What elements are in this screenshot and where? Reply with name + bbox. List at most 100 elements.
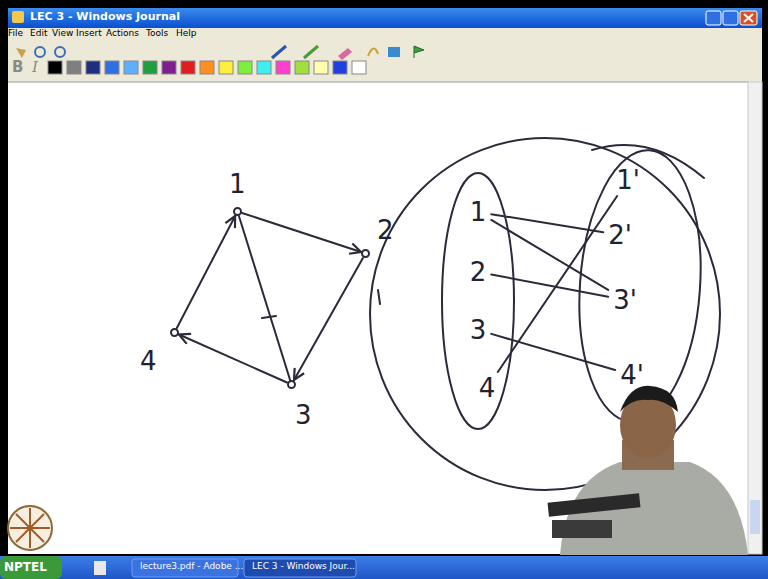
drawing-part [143, 61, 157, 74]
drawing-part [338, 48, 352, 60]
tick-mark [262, 316, 276, 318]
edge-line [239, 216, 290, 380]
bipartite-vertex: 4' [618, 362, 646, 388]
maximize-button [723, 11, 738, 25]
menu-item: File [8, 29, 23, 39]
graph-vertex: 4 [170, 328, 179, 337]
vertex-label: 3 [470, 315, 487, 345]
edge-line [491, 275, 608, 297]
bipartite-vertex: 2' [606, 222, 634, 248]
drawing-part [272, 46, 286, 58]
drawing-part [35, 47, 45, 57]
drawing-part [219, 61, 233, 74]
handwriting [262, 138, 720, 490]
scroll-thumb [750, 500, 760, 534]
drawing-part [276, 61, 290, 74]
drawing-part [238, 61, 252, 74]
tick-mark [378, 290, 380, 304]
graph-vertex: 3 [287, 380, 296, 389]
bipartite-vertex: 3' [611, 287, 639, 313]
color-palette [48, 61, 366, 74]
drawing-part [368, 48, 378, 56]
toolbar [8, 42, 762, 82]
edge-line [491, 220, 608, 290]
drawing-part [162, 61, 176, 74]
drawing-part [388, 47, 400, 57]
vertex-label: 3' [613, 285, 637, 315]
drawing-part [548, 493, 641, 517]
close-cross [744, 14, 753, 22]
drawing-part [105, 61, 119, 74]
directed-edge [294, 258, 363, 380]
taskbar-icon [94, 561, 106, 575]
bold-button: B [12, 59, 23, 76]
vertex-label: 2 [377, 217, 394, 243]
vertex-label: 1' [616, 165, 640, 195]
nptel-logo-text: NPTEL [4, 561, 47, 574]
vertex-label: 4 [140, 348, 157, 374]
graph-vertex: 1 [233, 207, 242, 216]
menu-bar [8, 28, 762, 42]
drawing-part [124, 61, 138, 74]
drawing-part [552, 520, 612, 538]
drawing-part [200, 61, 214, 74]
vertex-label: 4 [479, 373, 496, 403]
drawing-part [181, 61, 195, 74]
menu-item: View [52, 29, 73, 39]
app-icon [12, 11, 24, 23]
graph-vertex: 2 [361, 249, 370, 258]
drawing-part [48, 61, 62, 74]
bipartite-vertex: 4 [477, 375, 498, 401]
enclosing-circle [370, 138, 720, 490]
bipartite-vertex: 2 [468, 259, 489, 285]
vertex-label: 2' [608, 220, 632, 250]
vertex-label: 1 [229, 171, 246, 197]
drawing-part [352, 61, 366, 74]
drawing-part [333, 61, 347, 74]
writing-canvas [8, 82, 748, 554]
title-bar [8, 8, 762, 28]
drawing-part [414, 46, 424, 58]
menu-item: Edit [30, 29, 47, 39]
extra-stroke [592, 145, 704, 178]
bipartite-vertex: 1 [468, 199, 489, 225]
window-title: LEC 3 - Windows Journal [30, 11, 180, 23]
drawing-part [257, 61, 271, 74]
minimize-button [706, 11, 721, 25]
drawing-part [67, 61, 81, 74]
presenter-video [548, 386, 748, 555]
directed-edge [179, 335, 287, 383]
vertex-label: 4' [620, 360, 644, 390]
nptel-logo-spokes [10, 508, 50, 548]
canvas-edge [8, 82, 748, 83]
left-vertex-set-oval [442, 173, 514, 429]
bipartite-vertex: 3 [468, 317, 489, 343]
menu-item: Tools [146, 29, 168, 39]
italic-button: I [32, 59, 38, 76]
scrollbar [748, 82, 762, 554]
directed-edge [177, 216, 235, 328]
vertex-label: 2 [470, 257, 487, 287]
directed-edge [242, 213, 361, 252]
menu-item: Help [176, 29, 197, 39]
edge-line [491, 334, 615, 370]
drawing-part [314, 61, 328, 74]
taskbar-item-label: lecture3.pdf - Adobe ... [140, 562, 243, 572]
close-button [740, 11, 757, 25]
edge-line [498, 196, 617, 372]
nptel-logo [8, 506, 52, 550]
menu-item: Actions [106, 29, 139, 39]
drawing-part [16, 48, 26, 58]
bipartite-vertex: 1' [614, 167, 642, 193]
start-button [0, 556, 62, 579]
right-vertex-set-oval [571, 146, 710, 426]
taskbar-item [244, 559, 356, 577]
menu-item: Insert [76, 29, 102, 39]
taskbar-item-label: LEC 3 - Windows Jour... [252, 562, 355, 572]
toolbar-icons [16, 46, 424, 60]
drawing-part [295, 61, 309, 74]
